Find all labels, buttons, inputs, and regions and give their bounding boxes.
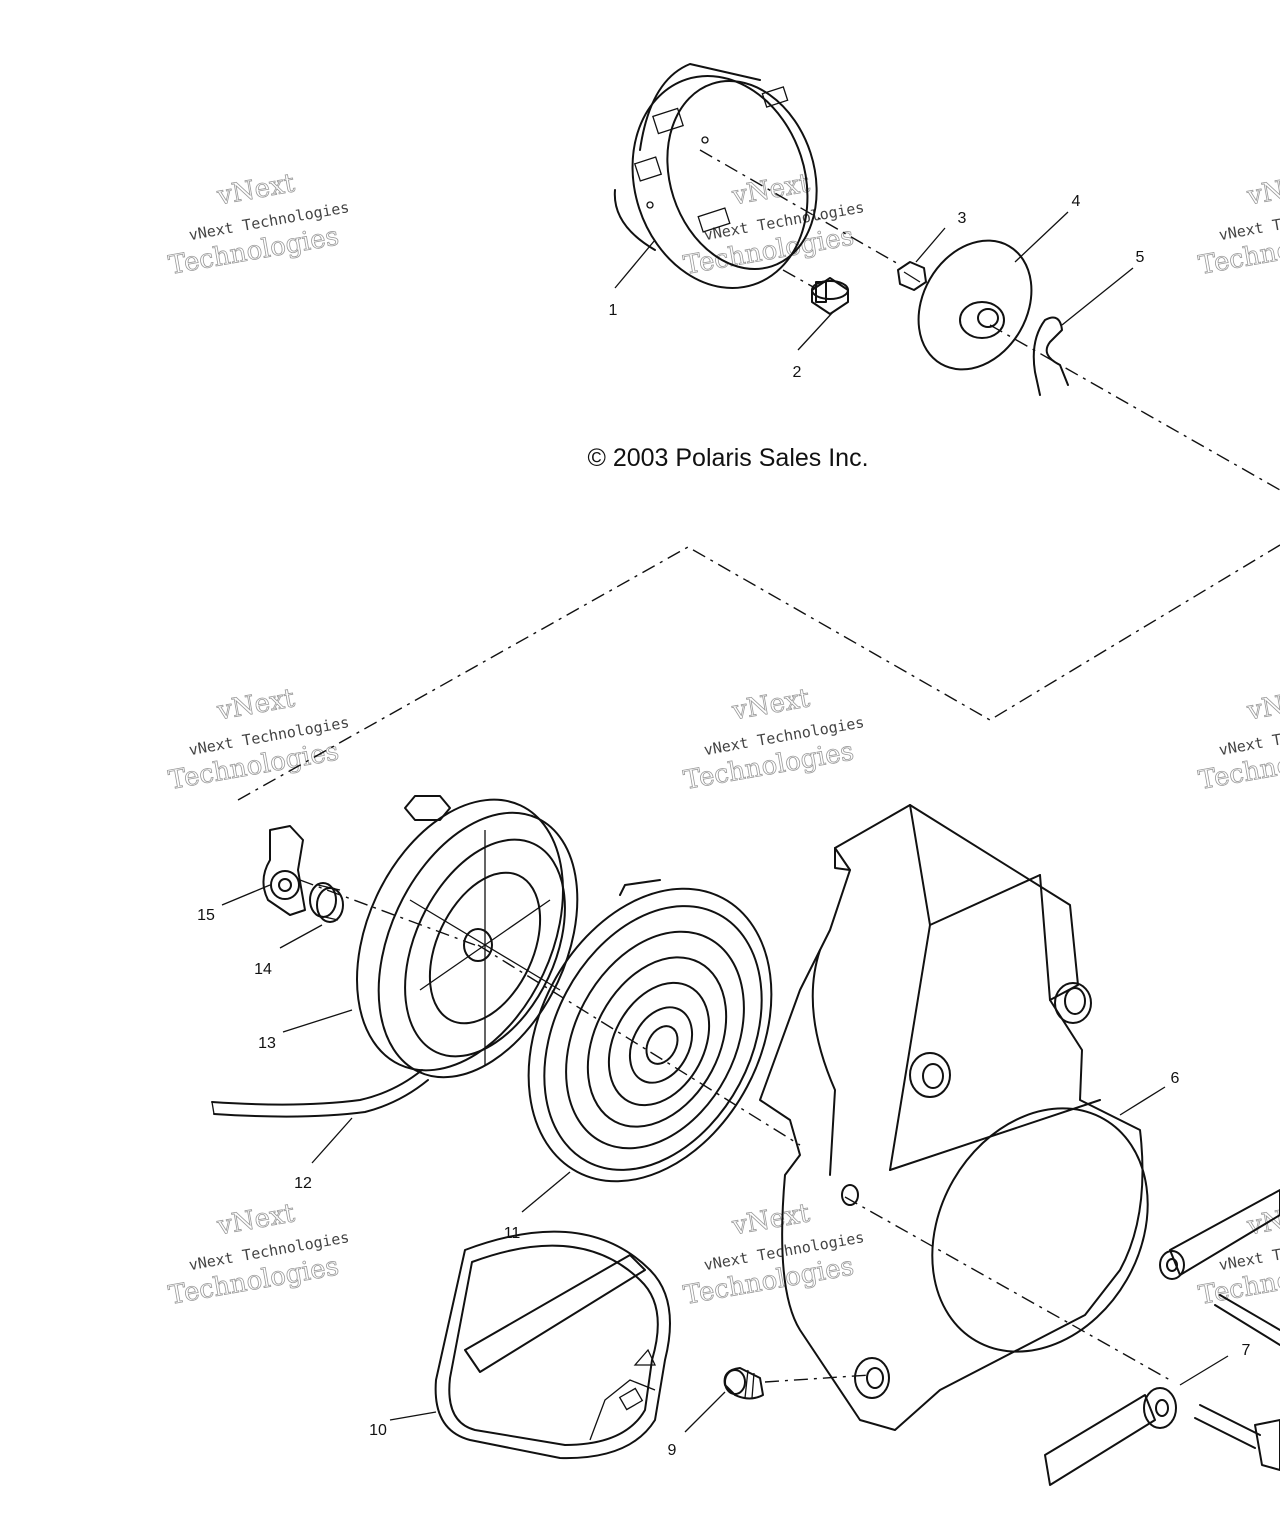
bolt-set-part	[1044, 1189, 1280, 1486]
bushing-part	[309, 882, 344, 923]
watermark: vNext vNext Technologies Technologies	[1196, 168, 1280, 281]
watermark-big-top: vNext	[214, 1198, 297, 1241]
callout-14: 14	[254, 961, 272, 978]
centerline-spring	[477, 944, 801, 1146]
watermark-big-top: vNext	[1244, 1198, 1280, 1241]
watermark: vNext vNext Technologies Technologies	[166, 1198, 351, 1311]
pulley-part	[356, 795, 579, 1079]
assembly-lines	[237, 149, 1280, 1383]
callout-15: 15	[197, 907, 215, 924]
plug-part	[723, 1367, 764, 1400]
centerline-cover	[844, 1196, 1171, 1381]
centerline-top	[699, 149, 901, 266]
nut-part	[897, 261, 927, 291]
callout-10: 10	[369, 1422, 387, 1439]
watermark: vNext vNext Technologies Technologies	[166, 168, 351, 281]
watermark: vNext vNext Technologies Technologies	[166, 683, 351, 796]
callout-7: 7	[1242, 1342, 1251, 1359]
watermark-big-top: vNext	[1244, 168, 1280, 211]
callout-2: 2	[793, 364, 802, 381]
bolt-part	[811, 277, 849, 315]
watermark: vNext vNext Technologies Technologies	[681, 1198, 866, 1311]
centerline-plug	[764, 1374, 871, 1383]
plate-part	[917, 239, 1033, 371]
leader-lines	[221, 211, 1229, 1433]
watermark-group: vNext vNext Technologies Technologies vN…	[166, 168, 1280, 1311]
pawl-part	[262, 825, 306, 916]
watermark: vNext vNext Technologies Technologies	[681, 683, 866, 796]
centerline-top-right	[989, 324, 1280, 491]
callout-11: 11	[504, 1225, 521, 1242]
watermark-big-top: vNext	[729, 168, 812, 211]
callout-5: 5	[1136, 249, 1145, 266]
callout-13: 13	[258, 1035, 276, 1052]
housing-part	[613, 63, 818, 290]
watermark-big-top: vNext	[214, 168, 297, 211]
rope-part	[211, 1069, 429, 1118]
watermark-big-top: vNext	[729, 1198, 812, 1241]
callout-labels: 1 2 3 4 5 6 7 9 10 11 12 13 14 15	[197, 193, 1250, 1459]
cover-part	[759, 804, 1149, 1431]
centerline-pulley	[299, 879, 476, 946]
spring-part	[527, 879, 773, 1183]
callout-12: 12	[294, 1175, 312, 1192]
centerline-bolt	[782, 269, 816, 289]
clip-part	[1032, 316, 1069, 396]
watermark: vNext vNext Technologies Technologies	[681, 168, 866, 281]
watermark: vNext vNext Technologies Technologies	[1196, 1198, 1280, 1311]
callout-4: 4	[1072, 193, 1081, 210]
callout-6: 6	[1171, 1070, 1180, 1087]
watermark-big-top: vNext	[1244, 683, 1280, 726]
watermark-big-top: vNext	[214, 683, 297, 726]
callout-3: 3	[958, 210, 967, 227]
watermark: vNext vNext Technologies Technologies	[1196, 683, 1280, 796]
callout-1: 1	[609, 302, 618, 319]
copyright-notice: © 2003 Polaris Sales Inc.	[587, 444, 868, 472]
callout-9: 9	[668, 1442, 677, 1459]
handle-part	[434, 1230, 671, 1460]
watermark-big-top: vNext	[729, 683, 812, 726]
